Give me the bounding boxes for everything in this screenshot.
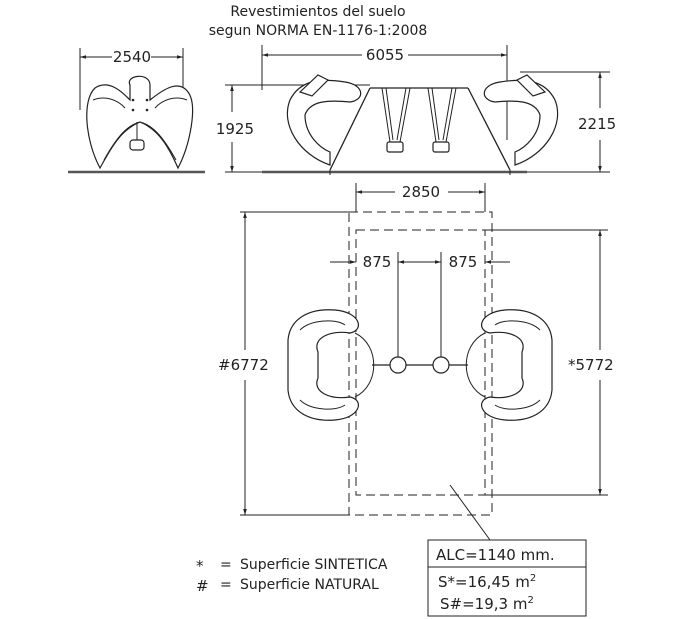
plan-view: 2850 #6772 *5772 875 875 xyxy=(218,183,614,541)
legend-synthetic-eq: = xyxy=(220,557,232,573)
alc-value: ALC=1140 mm. xyxy=(436,546,555,564)
title-line-2: segun NORMA EN-1176-1:2008 xyxy=(209,23,428,39)
total-height-dim: 2215 xyxy=(578,115,616,133)
legend-natural-label: Superficie NATURAL xyxy=(240,577,379,593)
front-width-dim: 6055 xyxy=(366,46,404,64)
plan-width-dim: 2850 xyxy=(402,183,440,201)
info-box: ALC=1140 mm. S*=16,45 m2 S#=19,3 m2 xyxy=(427,539,587,617)
legend-natural-symbol: # xyxy=(196,577,209,595)
side-view: 2540 xyxy=(68,48,205,174)
legend-natural-eq: = xyxy=(220,577,232,593)
legend-synthetic-label: Superficie SINTETICA xyxy=(240,557,388,573)
synthetic-area: S*=16,45 m2 xyxy=(438,573,536,591)
legend: * = Superficie SINTETICA # = Superficie … xyxy=(196,557,388,595)
side-width-dim: 2540 xyxy=(113,48,151,66)
natural-area: S#=19,3 m2 xyxy=(440,595,534,613)
seat-spacing-right-dim: 875 xyxy=(449,253,478,271)
seat-spacing-left-dim: 875 xyxy=(363,253,392,271)
front-view: 6055 1925 2215 xyxy=(216,45,616,175)
beam-height-dim: 1925 xyxy=(216,120,254,138)
legend-synthetic-symbol: * xyxy=(196,557,204,575)
natural-length-dim: #6772 xyxy=(218,356,269,374)
synthetic-length-dim: *5772 xyxy=(568,356,614,374)
title-line-1: Revestimientos del suelo xyxy=(230,4,405,20)
